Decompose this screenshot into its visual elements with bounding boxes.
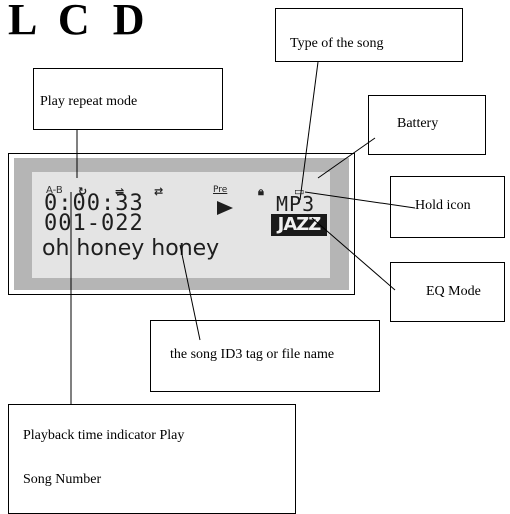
battery-label: Battery: [397, 116, 439, 131]
lock-icon: 🔒︎: [258, 185, 264, 198]
shuffle-icon: ⇌: [115, 185, 125, 198]
random-icon: ⇄: [154, 185, 164, 198]
playback-time: 0:00:33: [44, 191, 144, 216]
page-title: L C D: [8, 0, 151, 44]
lcd-outer-frame: A-B ↻ ⇌ ⇄ Pre 🔒︎ ▭ 0:00:33 001-022 oh ho…: [8, 153, 355, 295]
hold-icon-label: Hold icon: [415, 198, 471, 213]
lcd-screen: A-B ↻ ⇌ ⇄ Pre 🔒︎ ▭ 0:00:33 001-022 oh ho…: [32, 172, 330, 278]
eq-mode-callout: EQ Mode: [390, 262, 505, 322]
play-repeat-mode-callout: Play repeat mode: [33, 68, 223, 130]
play-icon: [217, 201, 233, 215]
battery-icon: ▭: [294, 185, 305, 198]
preset-indicator: Pre: [213, 185, 228, 195]
song-number: 001-022: [44, 211, 144, 236]
battery-callout: Battery: [368, 95, 486, 155]
id3-tag-label: the song ID3 tag or file name: [170, 347, 335, 362]
playback-label-line2: Song Number: [23, 472, 102, 487]
playback-label-line1: Playback time indicator Play: [23, 428, 185, 443]
playback-callout: Playback time indicator Play Song Number: [8, 404, 296, 514]
type-of-song-callout: Type of the song: [275, 8, 463, 62]
lcd-bezel: A-B ↻ ⇌ ⇄ Pre 🔒︎ ▭ 0:00:33 001-022 oh ho…: [14, 158, 349, 290]
id3-tag-callout: the song ID3 tag or file name: [150, 320, 380, 392]
eq-mode-label: EQ Mode: [426, 284, 481, 299]
file-type: MP3: [276, 192, 316, 216]
repeat-icon: ↻: [78, 185, 88, 198]
hold-icon-callout: Hold icon: [390, 176, 505, 238]
ab-repeat-indicator: A-B: [46, 185, 63, 196]
type-of-song-label: Type of the song: [290, 36, 384, 51]
play-repeat-mode-label: Play repeat mode: [40, 94, 138, 109]
eq-mode-display: JAZZ: [271, 214, 327, 236]
song-name: oh honey honey: [42, 236, 220, 261]
